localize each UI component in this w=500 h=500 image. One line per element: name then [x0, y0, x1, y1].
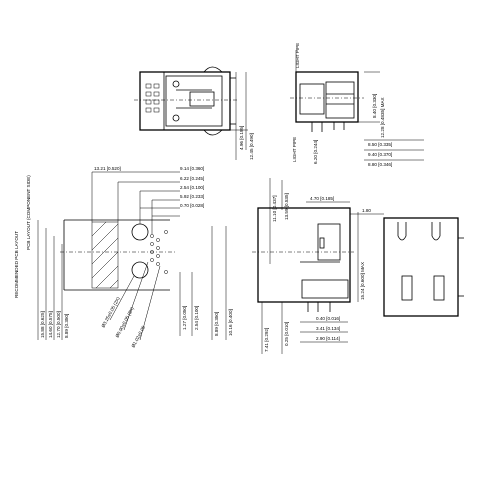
light-pipe-label: LIGHT PIPE — [295, 43, 300, 68]
dim-label: 14.60 [0.575] — [48, 311, 53, 338]
dim-label: 0.70 [0.028] — [180, 203, 204, 208]
dim-label: 0.40 [0.016] — [316, 316, 340, 321]
front-face-led — [433, 275, 445, 301]
dim-label: 12.45 [0.490] — [249, 133, 254, 160]
top-view-post-hole — [172, 80, 180, 88]
pcb-dims-bottom: 1.27 [0.050] 2.54 [0.100] 8.89 [0.350] 1… — [179, 226, 233, 340]
top-view-led-tab — [203, 66, 223, 73]
side-view-body — [295, 71, 359, 123]
top-view-body — [139, 71, 231, 131]
front-view: 4.70 [0.185] 1.80 11.10 [0.437] 13.59 [0… — [252, 178, 464, 354]
dim-label: 10.16 [0.400] — [228, 309, 233, 336]
dim-label: 4.70 [0.185] — [310, 196, 334, 201]
pcb-dims-top: 13.21 [0.520] 9.14 [0.360] 6.22 [0.245] … — [91, 166, 204, 234]
front-face-latch — [397, 222, 407, 241]
dim-label: 5.92 [0.233] — [180, 194, 204, 199]
dim-label: 3.41 [0.134] — [316, 326, 340, 331]
side-view-left-section — [299, 83, 325, 115]
top-view-latch — [189, 91, 215, 107]
top-view-led-tab — [203, 129, 223, 136]
mounting-hole — [131, 261, 149, 279]
side-view-top: LIGHT PIPE LIGHT PIPE 12.28 [0.4835] MAX… — [290, 43, 424, 167]
dim-label: 0.25 [0.010] — [284, 322, 289, 346]
pcb-layout-side-note: PCB LAYOUT (COMPONENT SIDE) — [26, 175, 31, 250]
hole-callouts: Ø3.25±0.05 (2X) Ø0.90±0.05 (8X) Ø1.02±0.… — [100, 261, 161, 349]
light-pipe-label: LIGHT PIPE — [292, 137, 297, 162]
dim-label: 8.50 [0.335] — [368, 142, 392, 147]
dim-label: 6.20 [0.244] — [313, 140, 318, 164]
dim-label: 2.54 [0.100] — [180, 185, 204, 190]
dim-label: 15.24 [0.600] MAX — [360, 262, 365, 300]
dim-label: 11.10 [0.437] — [272, 196, 277, 222]
pcb-layout: RECOMMENDED PCB LAYOUT PCB LAYOUT (COMPO… — [14, 166, 233, 348]
dim-label: 8.80 [0.346] — [368, 162, 392, 167]
front-face-latch — [431, 222, 441, 241]
dim-label: 13.21 [0.520] — [94, 166, 121, 171]
top-view: 12.45 [0.490] 4.96 [0.195] — [134, 66, 254, 160]
front-side-outline — [257, 207, 351, 303]
top-view-post-hole — [172, 114, 180, 122]
dim-label: 2.90 [0.114] — [316, 336, 340, 341]
dim-label: 13.59 [0.535] — [284, 193, 289, 220]
pcb-layout-title: RECOMMENDED PCB LAYOUT — [14, 231, 19, 298]
dim-label: 8.40 [0.330] — [372, 94, 377, 118]
front-side-base — [301, 279, 349, 299]
dim-label: 15.88 [0.625] — [40, 311, 45, 338]
hole-note: Ø0.90±0.05 (8X) — [114, 306, 135, 339]
front-face-outline — [383, 217, 459, 317]
pcb-dims-left: 15.88 [0.625] 14.60 [0.575] 12.70 [0.500… — [37, 220, 69, 340]
dim-label: 1.27 [0.050] — [182, 306, 187, 330]
front-face-led — [401, 275, 413, 301]
dim-label: 12.70 [0.500] — [56, 311, 61, 338]
dim-label: 8.89 [0.350] — [64, 314, 69, 338]
top-view-left-block — [139, 71, 165, 131]
dim-label: 8.89 [0.350] — [214, 312, 219, 336]
hole-note: Ø3.25±0.05 (2X) — [100, 296, 121, 329]
dim-label: 9.14 [0.360] — [180, 166, 204, 171]
dim-label: 7.41 [0.292] — [264, 328, 269, 352]
dim-label: 4.96 [0.195] — [239, 126, 244, 150]
side-view-port — [325, 81, 355, 119]
pin-holes — [150, 230, 168, 274]
top-view-port — [165, 75, 223, 127]
top-view-pin-grid — [145, 83, 160, 113]
dim-label: 6.22 [0.245] — [180, 176, 204, 181]
dim-label: 12.28 [0.4835] MAX — [380, 97, 385, 138]
dim-label: 9.40 [0.370] — [368, 152, 392, 157]
front-side-boss — [317, 223, 341, 261]
dim-label: 1.80 — [362, 208, 371, 213]
pcb-hatched-region — [91, 221, 119, 289]
dim-label: 2.54 [0.100] — [194, 306, 199, 330]
hole-note: Ø1.02±0.05 — [130, 325, 146, 349]
mounting-hole — [131, 223, 149, 241]
